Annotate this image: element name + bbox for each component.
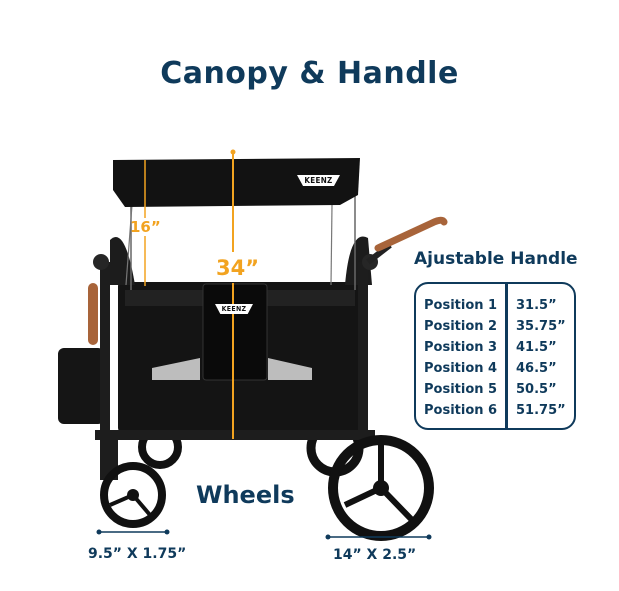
handle-positions-table: Position 1 31.5” Position 2 35.75” Positio…: [414, 282, 576, 430]
side-handle: [88, 283, 98, 345]
table-row: Position 6 51.75”: [424, 400, 574, 421]
side-bag: [58, 348, 104, 424]
table-row: Position 3 41.5”: [424, 337, 574, 358]
position-value: 41.5”: [516, 340, 557, 355]
position-label: Position 4: [424, 361, 498, 376]
position-label: Position 3: [424, 340, 498, 355]
table-row: Position 1 31.5”: [424, 295, 574, 316]
rear-wheel-dimension-line: [325, 534, 432, 540]
adjustable-handle: [374, 216, 448, 252]
table-divider: [505, 284, 508, 428]
position-label: Position 6: [424, 403, 498, 418]
page-title: Canopy & Handle: [160, 56, 459, 91]
front-wheel-dimension-line: [96, 529, 170, 535]
table-row: Position 5 50.5”: [424, 379, 574, 400]
keenz-logo-canopy: KEENZ: [297, 175, 340, 186]
position-label: Position 2: [424, 319, 498, 334]
handle-title: Ajustable Handle: [414, 249, 578, 269]
rear-wheel: [328, 435, 434, 541]
position-label: Position 1: [424, 298, 498, 313]
table-row: Position 4 46.5”: [424, 358, 574, 379]
wheels-title: Wheels: [196, 481, 295, 509]
frame-bar: [95, 430, 375, 440]
table-row: Position 2 35.75”: [424, 316, 574, 337]
front-wheel: [100, 462, 166, 528]
center-flap: [202, 283, 268, 381]
position-label: Position 5: [424, 382, 498, 397]
rear-wheel-size: 14” X 2.5”: [333, 547, 417, 563]
position-value: 35.75”: [516, 319, 566, 334]
total-height-label: 34”: [216, 256, 260, 280]
position-value: 31.5”: [516, 298, 557, 313]
front-wheel-size: 9.5” X 1.75”: [88, 546, 187, 562]
keenz-logo-flap: KEENZ: [215, 304, 253, 314]
position-value: 50.5”: [516, 382, 557, 397]
canopy: [113, 158, 360, 207]
position-value: 51.75”: [516, 403, 566, 418]
canopy-height-label: 16”: [130, 218, 161, 236]
position-value: 46.5”: [516, 361, 557, 376]
